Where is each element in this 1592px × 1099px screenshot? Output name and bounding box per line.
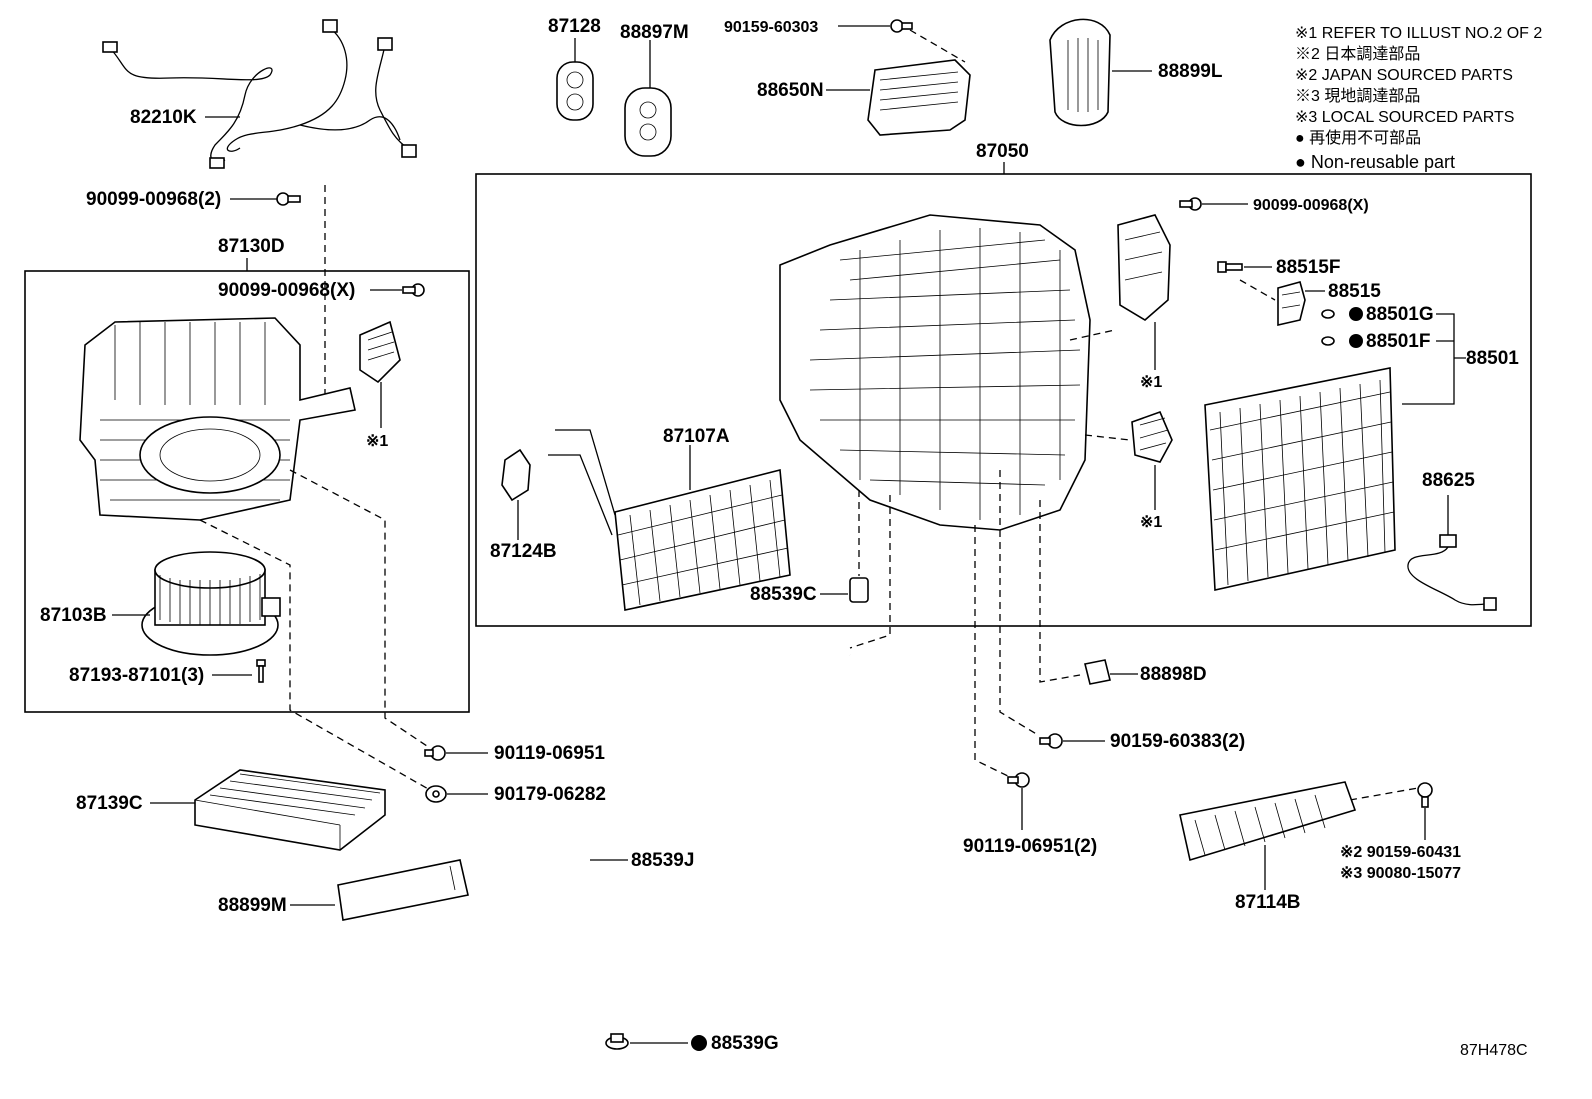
blower-case <box>79 317 356 521</box>
heater-unit-body <box>779 214 1091 531</box>
label-88539G: 88539G <box>711 1033 779 1054</box>
label-90099-00968-X-left: 90099-00968(X) <box>218 280 355 301</box>
label-87130D: 87130D <box>218 236 285 257</box>
label-87103B: 87103B <box>40 605 107 626</box>
grommet-87128 <box>556 61 594 121</box>
label-88501: 88501 <box>1466 348 1519 369</box>
label-90159-60383-2: 90159-60383(2) <box>1110 731 1245 752</box>
nut-icon <box>425 785 447 803</box>
label-87139C: 87139C <box>76 793 143 814</box>
drain-hose-88539J <box>574 650 851 1036</box>
label-90159-60303: 90159-60303 <box>724 19 818 36</box>
bolt-icon <box>1007 772 1030 788</box>
duct-87114B <box>1179 781 1357 862</box>
cabin-air-filter-87139C <box>194 769 386 851</box>
label-88539J: 88539J <box>631 850 694 871</box>
label-88650N: 88650N <box>757 80 824 101</box>
note-6: ● 再使用不可部品 <box>1295 129 1421 147</box>
seal-88899M <box>337 859 469 921</box>
label-87050: 87050 <box>976 141 1029 162</box>
label-88501G: 88501G <box>1366 304 1434 325</box>
evaporator-88501 <box>1204 367 1396 591</box>
ref-note-1-a: ※1 <box>1140 374 1162 391</box>
servo-motor-a <box>1117 214 1171 321</box>
non-reusable-dot <box>691 1035 707 1051</box>
heater-core-87107A <box>548 429 791 611</box>
o-ring-88501G <box>1321 309 1335 319</box>
label-90080-15077: ※3 90080-15077 <box>1340 865 1461 882</box>
clip-88898D <box>1084 659 1111 685</box>
note-2: ※2 日本調達部品 <box>1295 45 1420 63</box>
screw-icon <box>1179 197 1202 211</box>
bolt-icon <box>1217 261 1243 273</box>
ref-note-1-left: ※1 <box>366 433 388 450</box>
blower-motor-87103B <box>141 551 281 656</box>
module-88650N <box>867 59 971 136</box>
note-3: ※2 JAPAN SOURCED PARTS <box>1295 67 1513 84</box>
label-90099-00968-X-right: 90099-00968(X) <box>1253 197 1369 214</box>
o-ring-88501F <box>1321 336 1335 346</box>
label-88515F: 88515F <box>1276 257 1340 278</box>
note-5: ※3 LOCAL SOURCED PARTS <box>1295 109 1514 126</box>
label-87114B: 87114B <box>1235 892 1301 913</box>
sensor-88625 <box>1407 534 1497 611</box>
screw-icon <box>402 283 425 297</box>
servo-motor-b <box>1131 410 1173 463</box>
bolt-icon <box>1417 782 1433 808</box>
screw-icon <box>1039 733 1063 749</box>
grommet-88897M <box>624 87 672 157</box>
non-reusable-dot <box>1349 307 1363 321</box>
diagram-code: 87H478C <box>1460 1042 1528 1059</box>
label-87193-87101-3: 87193-87101(3) <box>69 665 204 686</box>
label-90119-06951-2: 90119-06951(2) <box>963 836 1097 857</box>
wire-harness-82210K <box>102 19 417 169</box>
note-4: ※3 現地調達部品 <box>1295 87 1420 105</box>
label-82210K: 82210K <box>130 107 197 128</box>
ref-note-1-b: ※1 <box>1140 514 1162 531</box>
screw-icon <box>256 659 266 683</box>
label-87128: 87128 <box>548 16 601 37</box>
expansion-valve-88515 <box>1277 281 1306 327</box>
notes-legend: ※1 REFER TO ILLUST NO.2 OF 2 ※2 日本調達部品 ※… <box>1295 25 1542 172</box>
label-90179-06282: 90179-06282 <box>494 784 606 805</box>
label-90159-60431: ※2 90159-60431 <box>1340 844 1461 861</box>
label-88898D: 88898D <box>1140 664 1207 685</box>
label-88899M: 88899M <box>218 895 287 916</box>
duct-88899L <box>1049 18 1111 127</box>
screw-icon <box>890 19 913 33</box>
label-90099-00968-2: 90099-00968(2) <box>86 189 221 210</box>
label-88897M: 88897M <box>620 22 689 43</box>
grommet-88539G <box>605 1033 629 1050</box>
label-90119-06951: 90119-06951 <box>494 743 605 764</box>
label-88501F: 88501F <box>1366 331 1430 352</box>
note-7: ● Non-reusable part <box>1295 152 1455 172</box>
label-88899L: 88899L <box>1158 61 1223 82</box>
bolt-icon <box>424 745 446 761</box>
servo-motor-left <box>359 320 401 384</box>
note-1: ※1 REFER TO ILLUST NO.2 OF 2 <box>1295 25 1542 42</box>
label-88539C: 88539C <box>750 584 817 605</box>
clamp-87124B <box>501 448 531 502</box>
non-reusable-dot <box>1349 334 1363 348</box>
label-88515: 88515 <box>1328 281 1381 302</box>
fitting-88539C <box>849 577 869 603</box>
label-87124B: 87124B <box>490 541 557 562</box>
screw-icon <box>276 192 301 206</box>
label-87107A: 87107A <box>663 426 730 447</box>
label-88625: 88625 <box>1422 470 1475 491</box>
